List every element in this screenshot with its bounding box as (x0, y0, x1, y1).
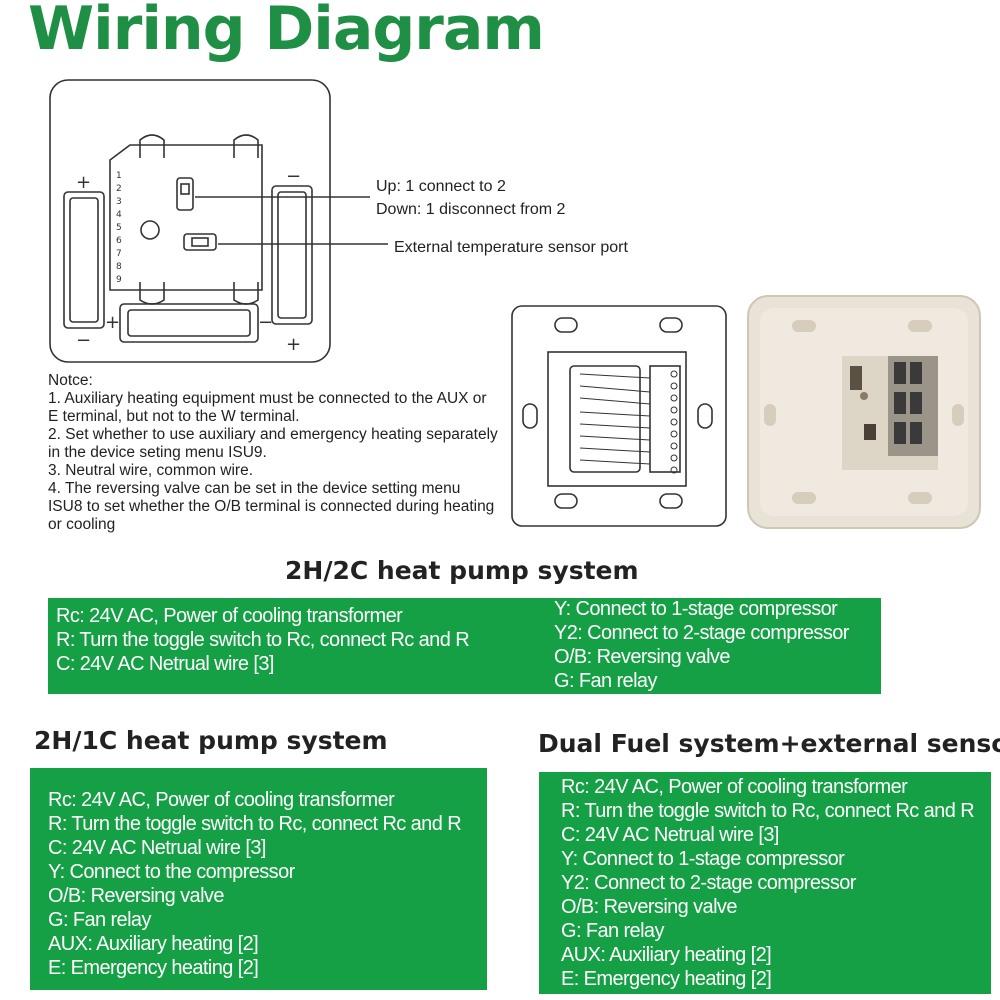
toggle-switch (176, 177, 194, 211)
terminal-number: 9 (116, 275, 122, 285)
wiring-line: R: Turn the toggle switch to Rc, connect… (56, 629, 470, 651)
terminal-number: 4 (116, 210, 122, 220)
wiring-line: O/B: Reversing valve (48, 885, 224, 907)
section-title-2h1c: 2H/1C heat pump system (34, 726, 388, 755)
notice-item: 1. Auxiliary heating equipment must be c… (48, 390, 487, 425)
wiring-line: AUX: Auxiliary heating [2] (561, 944, 772, 966)
wiring-line: Y: Connect to 1-stage compressor (561, 848, 845, 870)
battery-left (63, 191, 105, 329)
wiring-line: Y2: Connect to 2-stage compressor (561, 872, 856, 894)
wiring-line: Rc: 24V AC, Power of cooling transformer (56, 605, 403, 627)
minus-sign: − (76, 330, 91, 351)
wiring-line: G: Fan relay (48, 909, 151, 931)
switch-annotation-up: Up: 1 connect to 2 (376, 178, 506, 195)
plus-sign: + (105, 312, 120, 333)
wiring-line: Y: Connect to 1-stage compressor (554, 598, 838, 620)
system-box-right-column: Y: Connect to 1-stage compressor Y2: Con… (554, 597, 849, 693)
terminal-number: 7 (116, 249, 122, 259)
terminal-number: 6 (116, 236, 122, 246)
wiring-line: Rc: 24V AC, Power of cooling transformer (561, 776, 908, 798)
wiring-line: G: Fan relay (561, 920, 664, 942)
wiring-line: AUX: Auxiliary heating [2] (48, 933, 259, 955)
terminal-number: 2 (116, 184, 122, 194)
wiring-diagram: 1 2 3 4 5 6 7 8 9 + − − + + − Up: 1 conn… (49, 79, 727, 527)
terminal-number: 3 (116, 197, 122, 207)
wiring-line: E: Emergency heating [2] (48, 957, 259, 979)
wiring-line: R: Turn the toggle switch to Rc, connect… (48, 813, 462, 835)
wiring-line: G: Fan relay (554, 670, 657, 692)
switch-annotation-down: Down: 1 disconnect from 2 (376, 201, 566, 218)
section-title-2h2c: 2H/2C heat pump system (285, 556, 639, 585)
system-box-left-column: Rc: 24V AC, Power of cooling transformer… (56, 604, 470, 676)
board-outline (109, 144, 263, 291)
wiring-line: C: 24V AC Netrual wire [3] (561, 824, 779, 846)
terminal-number: 8 (116, 262, 122, 272)
battery-bottom (119, 303, 259, 343)
sensor-annotation: External temperature sensor port (394, 239, 628, 256)
wiring-line: C: 24V AC Netrual wire [3] (56, 653, 274, 675)
sensor-hole (140, 220, 160, 240)
terminal-number: 5 (116, 223, 122, 233)
section-title-dual-fuel: Dual Fuel system+external sensor (538, 729, 1000, 758)
thermostat-back-photo (747, 295, 981, 529)
minus-sign: − (258, 312, 273, 333)
wiring-line: O/B: Reversing valve (561, 896, 737, 918)
wiring-line: O/B: Reversing valve (554, 646, 730, 668)
system-box-2h2c: Rc: 24V AC, Power of cooling transformer… (48, 598, 881, 694)
terminal-number: 1 (116, 171, 122, 181)
page-title: Wiring Diagram (28, 0, 545, 64)
wiring-line: Y2: Connect to 2-stage compressor (554, 622, 849, 644)
notice-heading: Notce: (48, 372, 93, 389)
notice-item: 2. Set whether to use auxiliary and emer… (48, 426, 498, 461)
system-box-2h1c: Rc: 24V AC, Power of cooling transformer… (30, 768, 487, 990)
wiring-line: Rc: 24V AC, Power of cooling transformer (48, 789, 395, 811)
system-box-dual-fuel: Rc: 24V AC, Power of cooling transformer… (539, 772, 991, 994)
notice-text: Notce: 1. Auxiliary heating equipment mu… (48, 372, 498, 534)
plus-sign: + (286, 334, 301, 355)
wiring-line: E: Emergency heating [2] (561, 968, 772, 990)
back-plate-outline (49, 79, 331, 363)
sensor-port (183, 233, 217, 251)
wiring-line: R: Turn the toggle switch to Rc, connect… (561, 800, 975, 822)
minus-sign: − (286, 166, 301, 187)
wiring-board-inner (547, 351, 687, 487)
wiring-board-outline (511, 305, 727, 527)
wiring-line: C: 24V AC Netrual wire [3] (48, 837, 266, 859)
notice-item: 3. Neutral wire, common wire. (48, 462, 254, 479)
notice-item: 4. The reversing valve can be set in the… (48, 480, 495, 533)
wiring-line: Y: Connect to the compressor (48, 861, 295, 883)
battery-right (271, 185, 313, 325)
plus-sign: + (76, 172, 91, 193)
